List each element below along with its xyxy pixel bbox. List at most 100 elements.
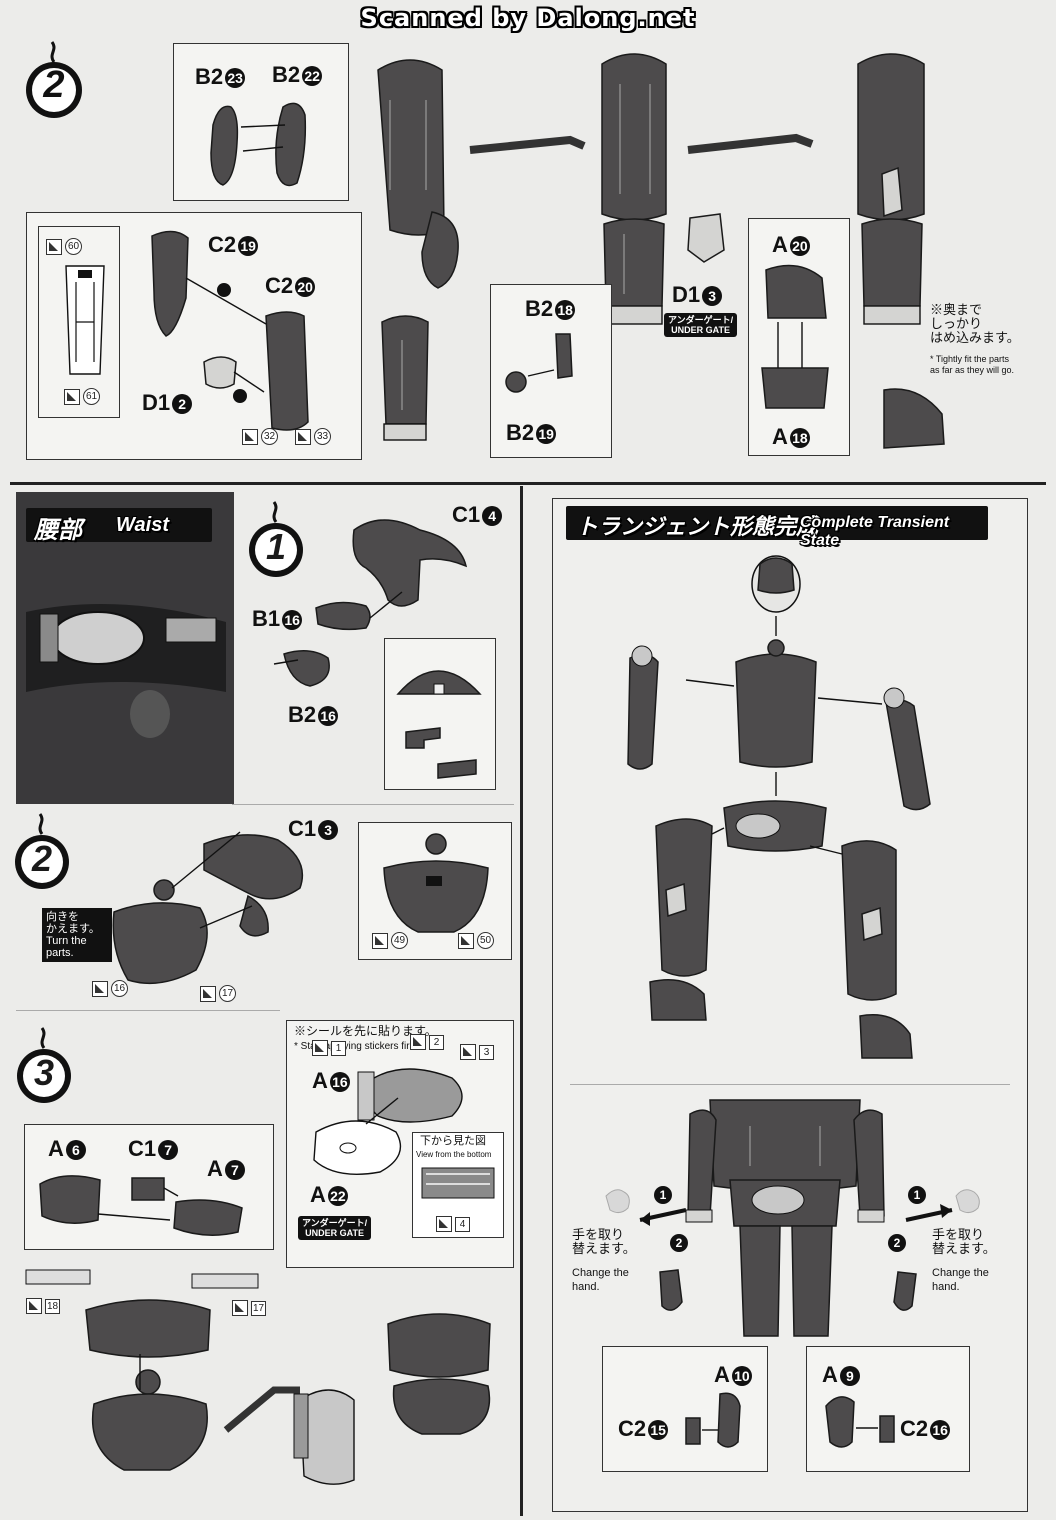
sticker-49: 49	[372, 932, 408, 949]
sticker-2: 2	[410, 1034, 444, 1050]
tight-fit-note-en: * Tightly fit the parts as far as they w…	[930, 354, 1015, 375]
waist-step1-number: 1	[265, 526, 287, 567]
sticker-33: 33	[295, 428, 331, 445]
complete-title-en: Complete Transient State	[800, 514, 950, 549]
sticker-4: 4	[436, 1216, 470, 1232]
section-divider-vertical	[520, 486, 523, 1516]
hand-parts-drawing	[505, 333, 573, 393]
hand-a10-drawing	[685, 1392, 741, 1448]
foot-parts-box	[748, 218, 850, 456]
waist-title-banner: 腰部 Waist	[26, 508, 212, 544]
waist-divider-1	[232, 804, 514, 805]
sticker-17b: 17	[232, 1300, 266, 1316]
section-divider-top	[10, 482, 1046, 485]
complete-figure-front	[685, 1099, 885, 1337]
sticker-18: 18	[26, 1298, 60, 1314]
waist-step2-badge: 2	[12, 812, 72, 892]
bottom-view-drawing	[421, 1167, 495, 1199]
d1-3-part-drawing	[687, 213, 725, 263]
leg-assembled-right	[857, 53, 945, 449]
step-marker-1-left: 1	[654, 1186, 672, 1204]
waist-step3-badge: 3	[14, 1026, 74, 1106]
sticker-16: 16	[92, 980, 128, 997]
sticker-60: 60	[46, 238, 82, 255]
waist-step2-number: 2	[31, 838, 53, 879]
complete-divider	[570, 1084, 1010, 1085]
complete-title-jp: トランジェント形態完成	[576, 514, 819, 539]
hand-note-en-right: Change the hand.	[932, 1267, 989, 1293]
complete-title-banner: トランジェント形態完成 Complete Transient State	[566, 506, 988, 549]
waist-step1-badge: 1	[246, 500, 306, 580]
step-marker-2-right: 2	[888, 1234, 906, 1252]
leg-step-number: 2	[43, 64, 65, 106]
leg-upper-parts-drawing	[210, 102, 307, 187]
sticker-first-note-jp: ※シールを先に貼ります。	[294, 1024, 437, 1038]
waist-photo	[16, 492, 234, 804]
hand-note-jp-left: 手を取り 替えます。	[572, 1227, 636, 1256]
sticker-32: 32	[242, 428, 278, 445]
waist-step3-box-drawing	[39, 1175, 243, 1236]
hand-a9-drawing	[825, 1396, 895, 1448]
step-marker-1-right: 1	[908, 1186, 926, 1204]
hand-swap-right-arrow	[905, 1189, 980, 1222]
leg-assembly-center	[377, 59, 459, 441]
under-gate-badge-waist: アンダーゲート/ UNDER GATE	[298, 1216, 372, 1240]
leg-step-badge: 2	[22, 40, 86, 120]
leg-assembled-middle	[601, 53, 667, 325]
waist-step3-number: 3	[33, 1052, 55, 1093]
waist-step2-drawing	[112, 831, 304, 985]
complete-figure-exploded	[627, 555, 931, 1059]
waist-step3-main-drawing	[25, 1269, 300, 1471]
sticker-50: 50	[458, 932, 494, 949]
waist-title-jp: 腰部	[34, 517, 82, 544]
waist-step3-final-drawing	[293, 1313, 491, 1485]
step-marker-2-left: 2	[670, 1234, 688, 1252]
sticker-61: 61	[64, 388, 100, 405]
waist-step2-inset-drawing	[383, 833, 489, 933]
sticker-17: 17	[200, 985, 236, 1002]
top-flow-arrows	[469, 133, 814, 154]
hand-note-en-left: Change the hand.	[572, 1267, 629, 1293]
hand-note-jp-right: 手を取り 替えます。	[932, 1227, 996, 1256]
foot-parts-drawing	[761, 264, 829, 409]
sticker-first-note-en: * Start applying stickers first.	[294, 1041, 421, 1052]
tight-fit-note-jp: ※奥まで しっかり はめ込みます。	[930, 302, 1020, 345]
waist-inset-drawing	[396, 670, 482, 779]
hand-swap-left-arrow	[605, 1189, 687, 1226]
waist-title-en: Waist	[116, 514, 169, 536]
under-gate-badge-leg: アンダーゲート/ UNDER GATE	[664, 313, 738, 337]
sticker-1: 1	[312, 1040, 346, 1056]
waist-divider-2	[16, 1010, 280, 1011]
turn-parts-note: 向きを かえます。 Turn the parts.	[42, 908, 112, 962]
scan-credit: Scanned by Dalong.net	[360, 4, 696, 32]
sticker-first-drawing	[313, 1068, 463, 1175]
bottom-view-jp: 下から見た図	[420, 1135, 486, 1147]
bottom-view-en: View from the bottom	[416, 1150, 492, 1159]
leg-lower-parts-drawing	[151, 230, 309, 431]
sticker-sheet-drawing	[65, 265, 105, 375]
loose-hands	[659, 1269, 917, 1311]
